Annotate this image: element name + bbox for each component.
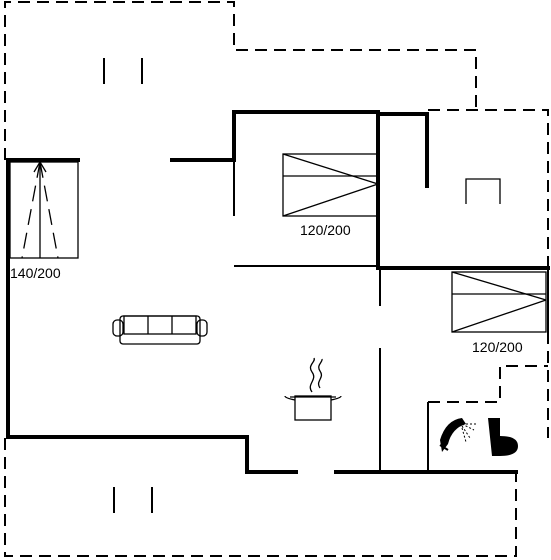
toilet-icon [488,418,518,456]
bed-upper-right-label: 120/200 [300,222,351,238]
dashed-outline [4,1,549,557]
bed-upper-right [282,153,379,217]
bed-left [9,160,79,259]
bed-lower-right-label: 120/200 [472,339,523,355]
walls [6,110,550,474]
table-icon [465,178,501,204]
window-marks [103,58,153,513]
bed-lower-right [451,271,547,333]
shower-icon [439,418,476,452]
bed-left-label: 140/200 [10,265,61,281]
partitions [233,160,549,470]
cooking-pot-icon [284,357,342,421]
sofa-icon [112,315,208,345]
